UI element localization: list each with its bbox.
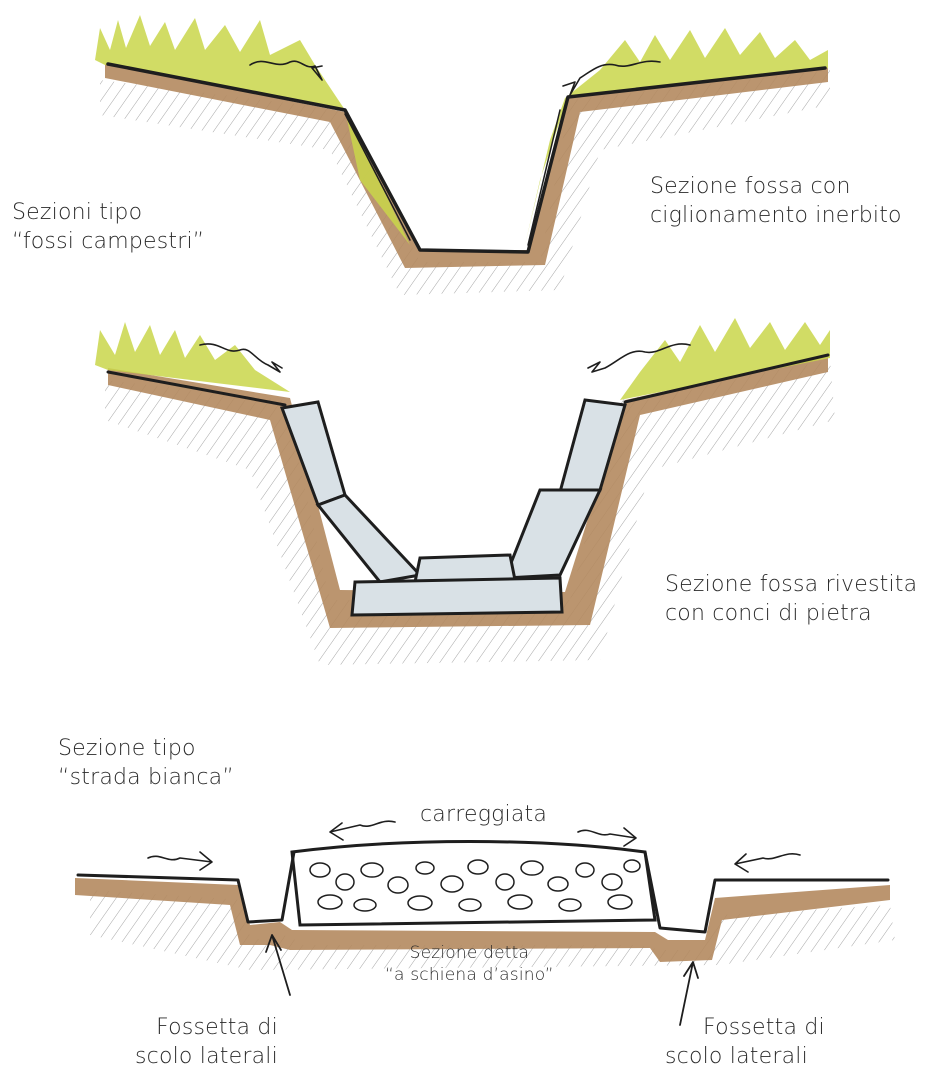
- label-left-side-ditch: Fossetta di scolo laterali: [135, 1013, 278, 1071]
- runoff-arrow-left-ground: [148, 852, 212, 870]
- soil-layer: [105, 64, 828, 268]
- grass-bank-ditch-section: [95, 15, 830, 295]
- runoff-arrow-carriageway-left: [330, 821, 395, 840]
- runoff-arrow-right-ground: [735, 854, 800, 872]
- label-section-type-ditches: Sezioni tipo “fossi campestri”: [12, 198, 204, 256]
- stone-slab-base: [352, 578, 562, 615]
- label-road-section-name: Sezione detta “a schiena d’asino”: [385, 942, 554, 986]
- label-section-type-road: Sezione tipo “strada bianca”: [58, 734, 234, 792]
- label-right-side-ditch: Fossetta di scolo laterali: [665, 1013, 825, 1071]
- road-gravel-body: [292, 842, 655, 926]
- label-grass-bank-ditch: Sezione fossa con ciglionamento inerbito: [650, 172, 902, 230]
- runoff-arrow-carriageway-right: [578, 828, 636, 846]
- label-stone-lined-ditch: Sezione fossa rivestita con conci di pie…: [665, 570, 917, 628]
- white-road-section: [75, 821, 895, 1025]
- label-carriageway: carreggiata: [420, 800, 547, 829]
